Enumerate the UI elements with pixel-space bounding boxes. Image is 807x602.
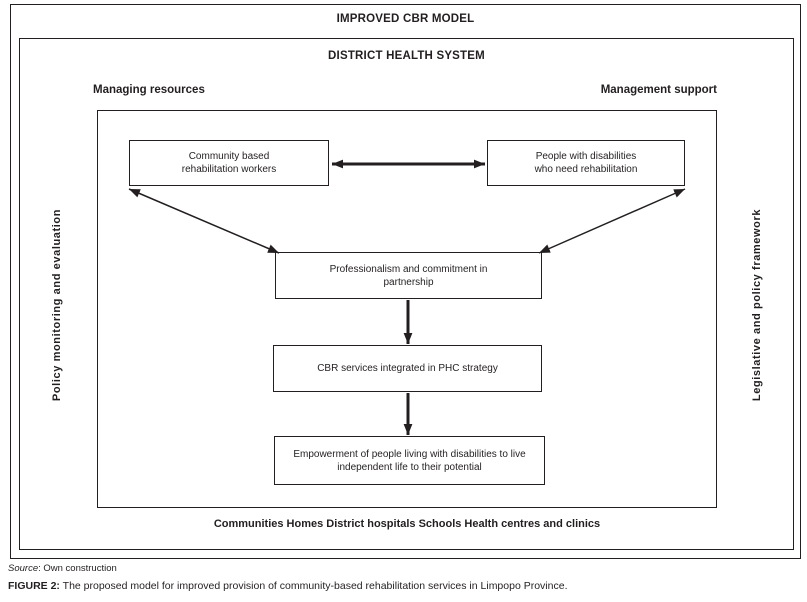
managing-resources-label: Managing resources — [93, 84, 205, 96]
box-text: Community based — [188, 151, 270, 162]
box-professionalism-commitment: Professionalism and commitment in partne… — [275, 252, 542, 299]
box-text: rehabilitation workers — [181, 164, 277, 175]
box-people-with-disabilities: People with disabilities who need rehabi… — [487, 140, 685, 186]
model-title: IMPROVED CBR MODEL — [336, 13, 475, 25]
box-empowerment: Empowerment of people living with disabi… — [274, 436, 545, 485]
policy-monitoring-vertical-label: Policy monitoring and evaluation — [51, 208, 63, 402]
source-text: : Own construction — [38, 563, 117, 574]
legislative-framework-vertical-label: Legislative and policy framework — [751, 208, 763, 402]
source-line: Source: Own construction — [8, 563, 117, 574]
box-community-rehab-workers: Community based rehabilitation workers — [129, 140, 329, 186]
district-title: DISTRICT HEALTH SYSTEM — [328, 50, 485, 62]
source-label: Source — [8, 563, 39, 574]
management-support-label: Management support — [600, 84, 717, 96]
figure-caption: FIGURE 2: The proposed model for improve… — [8, 580, 567, 592]
box-text: Empowerment of people living with disabi… — [293, 448, 526, 460]
box-text: independent life to their potential — [337, 461, 482, 473]
figure-caption-text: The proposed model for improved provisio… — [59, 580, 568, 592]
box-text: Professionalism and commitment in — [329, 263, 488, 275]
box-text: CBR services integrated in PHC strategy — [317, 363, 498, 374]
box-text: People with disabilities — [535, 151, 637, 162]
settings-label: Communities Homes District hospitals Sch… — [213, 518, 601, 530]
figure-label: FIGURE 2: — [8, 580, 60, 592]
box-text: who need rehabilitation — [534, 164, 638, 175]
box-cbr-phc-strategy: CBR services integrated in PHC strategy — [273, 345, 542, 392]
box-text: partnership — [383, 276, 434, 288]
